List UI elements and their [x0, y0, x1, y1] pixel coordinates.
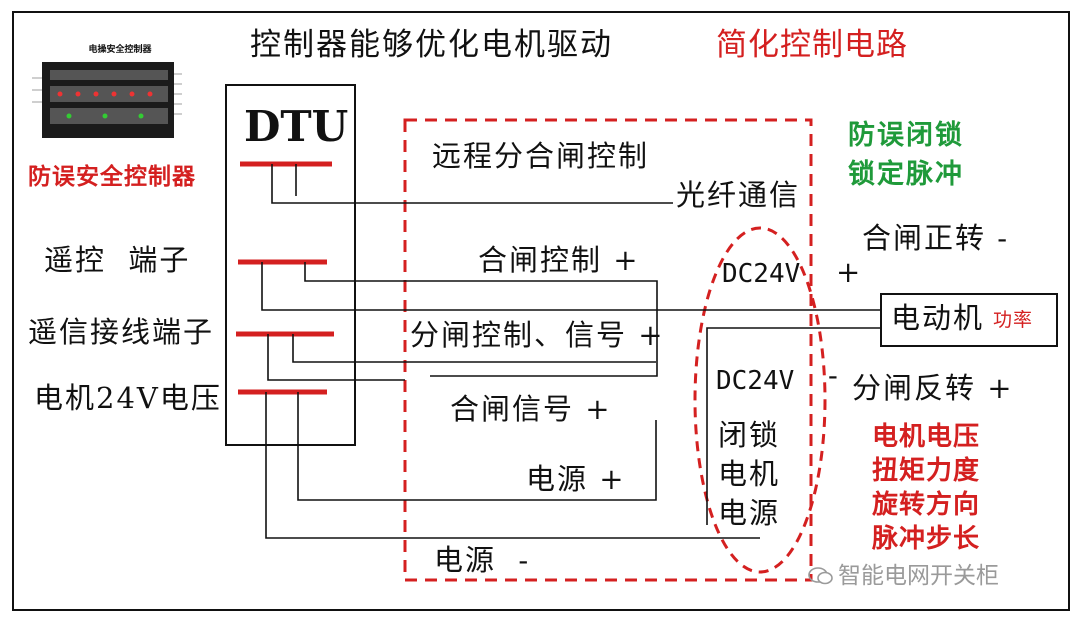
feature-4: 脉冲步长: [872, 524, 981, 554]
lock-line-1: 闭锁: [718, 418, 781, 452]
feature-2: 扭矩力度: [872, 456, 981, 486]
telesignal-wire-2: [267, 334, 405, 381]
feature-1: 电机电压: [872, 422, 981, 452]
page-subtitle: 简化控制电路: [716, 27, 908, 63]
motor-voltage-label: 电机24V电压: [34, 381, 222, 415]
photo-title: 电操安全控制器: [88, 43, 152, 55]
lock-line-3: 电源: [718, 496, 781, 530]
dtu-label: DTU: [244, 102, 349, 151]
close-signal-label: 合闸信号 +: [450, 392, 612, 426]
open-reverse-label: 分闸反转 +: [852, 371, 1014, 405]
lock-line-2: 电机: [718, 457, 781, 491]
dtu-box: [225, 84, 356, 446]
dc24v-bottom-sign: -: [828, 358, 840, 392]
feature-3: 旋转方向: [872, 490, 981, 520]
power-pos-label: 电源 +: [526, 462, 626, 496]
wechat-icon: [808, 566, 834, 586]
motor-power-label: 功率: [993, 309, 1034, 331]
lock-power-ellipse: [693, 226, 827, 574]
page-title: 控制器能够优化电机驱动: [250, 27, 613, 63]
motor-box: [880, 293, 1058, 347]
fiber-label: 光纤通信: [676, 178, 801, 212]
controller-photo: 电操安全控制器: [30, 38, 210, 164]
telesignal-wire-1: [292, 334, 656, 363]
remote-to-motor-wire: [261, 262, 881, 311]
close-forward-label: 合闸正转 -: [862, 221, 1010, 255]
motor-feed-wire: [706, 327, 881, 525]
remote-control-region: [403, 118, 813, 582]
close-control-wire: [304, 262, 658, 377]
power-pos-wire: [297, 392, 657, 501]
dc24v-top: DC24V: [722, 259, 801, 289]
photo-caption: 防误安全控制器: [28, 164, 196, 190]
remote-terminal-label: 遥控 端子: [44, 243, 191, 277]
telesignal-terminal-label: 遥信接线端子: [28, 315, 215, 349]
anti-lock-line-2: 锁定脉冲: [848, 159, 964, 190]
motor-label: 电动机: [891, 301, 985, 335]
close-control-label: 合闸控制 +: [478, 243, 640, 277]
remote-control-label: 远程分合闸控制: [432, 139, 650, 173]
wiring: [261, 164, 881, 539]
fiber-wire: [271, 164, 673, 204]
dc24v-bottom: DC24V: [716, 366, 795, 396]
anti-lock-line-1: 防误闭锁: [848, 120, 964, 151]
watermark: 智能电网开关柜: [808, 556, 999, 590]
watermark-text: 智能电网开关柜: [838, 563, 999, 589]
open-control-label: 分闸控制、信号 +: [410, 318, 665, 352]
dc24v-top-sign: +: [836, 255, 863, 289]
terminal-bars: [236, 161, 334, 395]
outer-frame: [12, 11, 1070, 611]
power-neg-label: 电源 -: [434, 543, 531, 577]
power-neg-wire: [265, 392, 760, 539]
